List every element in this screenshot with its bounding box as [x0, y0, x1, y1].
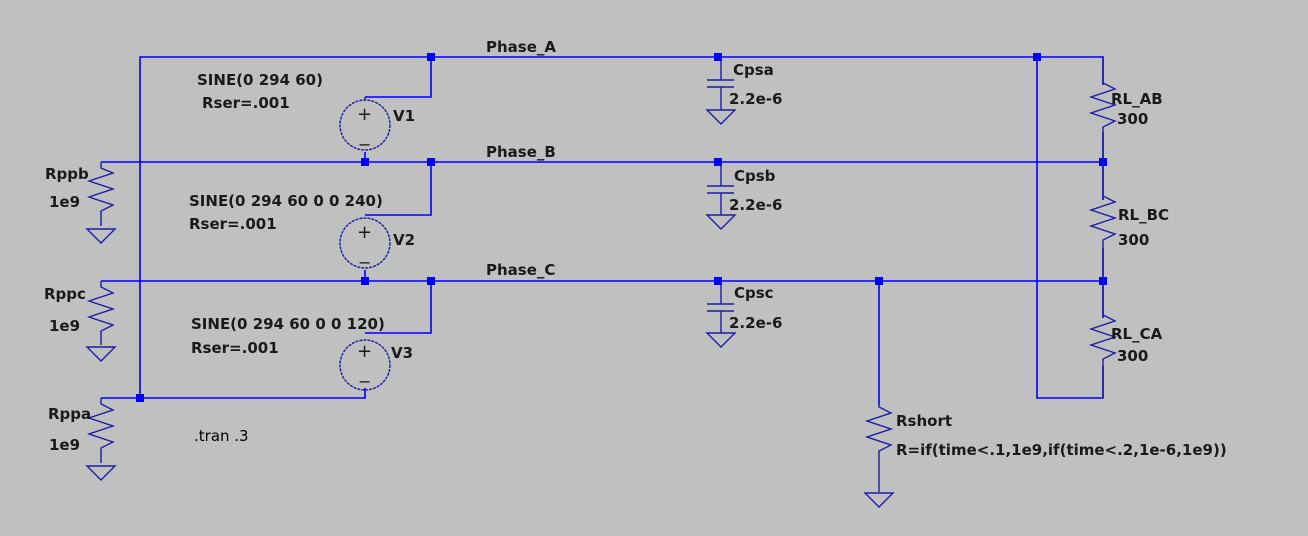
- resistor-rppb[interactable]: Rppb 1e9: [45, 162, 117, 244]
- minus-icon: −: [358, 372, 371, 391]
- resistor-icon: [86, 162, 116, 226]
- capacitor-value: 2.2e-6: [729, 314, 782, 332]
- resistor-icon: [1088, 281, 1118, 398]
- plus-icon: +: [357, 341, 372, 362]
- capacitor-name: Cpsc: [734, 284, 774, 302]
- resistor-rl-bc[interactable]: RL_BC 300: [1088, 162, 1169, 281]
- resistor-name: Rppa: [48, 405, 91, 423]
- ground-icon: [85, 465, 117, 481]
- voltage-source-v3[interactable]: + − V3 SINE(0 294 60 0 0 120) Rser=.001: [191, 315, 413, 391]
- spice-directive[interactable]: .tran .3: [194, 427, 249, 445]
- resistor-value: 1e9: [49, 317, 80, 335]
- net-label-phase-b[interactable]: Phase_B: [486, 143, 556, 161]
- voltage-source-v1[interactable]: + − V1 SINE(0 294 60) Rser=.001: [197, 71, 415, 154]
- wire-v3-plus: [365, 281, 432, 334]
- resistor-rl-ca[interactable]: RL_CA 300: [1088, 281, 1163, 398]
- source-rser: Rser=.001: [202, 94, 290, 112]
- minus-icon: −: [358, 135, 371, 154]
- plus-icon: +: [357, 222, 372, 243]
- resistor-name: RL_AB: [1111, 90, 1163, 108]
- resistor-value: 1e9: [49, 193, 80, 211]
- resistor-rl-ab[interactable]: RL_AB 300: [1088, 57, 1163, 162]
- source-circle-icon: [339, 339, 391, 391]
- resistor-icon: [864, 405, 894, 492]
- source-circle-icon: [339, 217, 391, 269]
- resistor-name: RL_CA: [1111, 325, 1163, 343]
- source-value: SINE(0 294 60 0 0 240): [189, 192, 383, 210]
- source-rser: Rser=.001: [189, 215, 277, 233]
- source-name: V1: [393, 107, 415, 125]
- resistor-icon: [1088, 162, 1118, 281]
- net-label-phase-c[interactable]: Phase_C: [486, 261, 555, 279]
- capacitor-cpsa[interactable]: Cpsa 2.2e-6: [705, 57, 782, 125]
- capacitor-cpsb[interactable]: Cpsb 2.2e-6: [705, 162, 782, 230]
- ground-icon: [863, 492, 895, 508]
- resistor-rppc[interactable]: Rppc 1e9: [44, 281, 117, 362]
- resistor-value: 1e9: [49, 436, 80, 454]
- wire-v2-plus: [365, 162, 432, 216]
- resistor-name: RL_BC: [1118, 206, 1169, 224]
- ground-icon: [705, 332, 737, 348]
- wire-v1-plus: [365, 57, 432, 98]
- capacitor-name: Cpsb: [734, 167, 776, 185]
- ground-icon: [705, 214, 737, 230]
- plus-icon: +: [357, 104, 372, 125]
- resistor-rshort[interactable]: Rshort R=if(time<.1,1e9,if(time<.2,1e-6,…: [863, 405, 1227, 508]
- ground-icon: [705, 109, 737, 125]
- source-name: V2: [393, 231, 415, 249]
- ground-icon: [85, 228, 117, 244]
- resistor-name: Rppb: [45, 165, 89, 183]
- resistor-value: 300: [1117, 110, 1148, 128]
- source-rser: Rser=.001: [191, 339, 279, 357]
- capacitor-value: 2.2e-6: [729, 196, 782, 214]
- wire-v3-minus: [101, 388, 366, 399]
- resistor-rppa[interactable]: Rppa 1e9: [48, 398, 117, 481]
- resistor-icon: [1088, 57, 1118, 162]
- source-name: V3: [391, 344, 413, 362]
- resistor-name: Rppc: [44, 285, 86, 303]
- minus-icon: −: [358, 253, 371, 272]
- resistor-name: Rshort: [896, 412, 952, 430]
- voltage-source-v2[interactable]: + − V2 SINE(0 294 60 0 0 240) Rser=.001: [189, 192, 415, 272]
- capacitor-value: 2.2e-6: [729, 90, 782, 108]
- capacitor-name: Cpsa: [733, 61, 774, 79]
- source-value: SINE(0 294 60): [197, 71, 323, 89]
- net-label-phase-a[interactable]: Phase_A: [486, 38, 556, 56]
- resistor-value: R=if(time<.1,1e9,if(time<.2,1e-6,1e9)): [896, 441, 1227, 459]
- resistor-icon: [86, 281, 116, 345]
- wire-rlca-return: [1036, 57, 1104, 399]
- capacitor-cpsc[interactable]: Cpsc 2.2e-6: [705, 281, 782, 348]
- resistor-value: 300: [1118, 231, 1149, 249]
- source-value: SINE(0 294 60 0 0 120): [191, 315, 385, 333]
- ground-icon: [85, 346, 117, 362]
- resistor-icon: [86, 398, 116, 463]
- resistor-value: 300: [1117, 347, 1148, 365]
